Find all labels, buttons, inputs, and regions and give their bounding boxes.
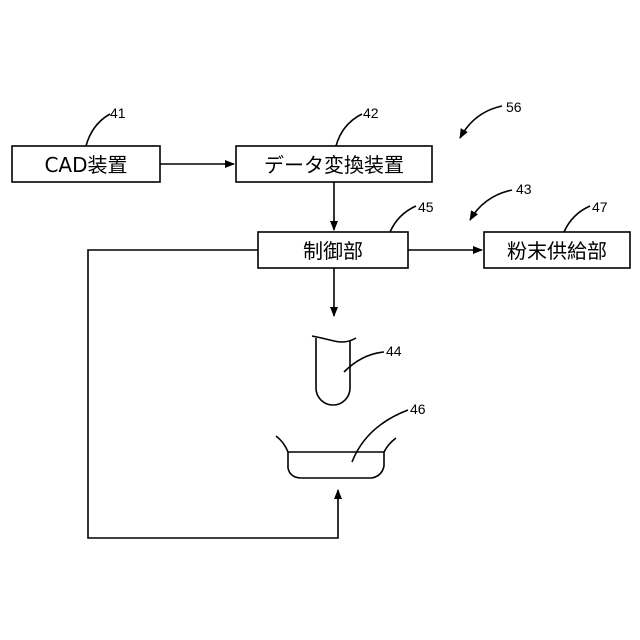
ref-43: 43 [516,181,532,197]
leader-41 [86,114,110,146]
powder-supply-label: 粉末供給部 [507,239,607,263]
feedback-line [88,250,338,538]
cad-device-label: CAD装置 [44,153,127,177]
powder-supply-box: 粉末供給部 [484,232,630,268]
leader-47 [564,206,590,232]
leader-45 [390,206,416,232]
stage-container [276,436,396,478]
controller-box: 制御部 [258,232,408,268]
data-converter-label: データ変換装置 [264,153,404,177]
pointer-arrow-43 [470,190,512,220]
ref-41: 41 [110,105,126,121]
data-converter-box: データ変換装置 [236,146,432,182]
ref-42: 42 [363,105,379,121]
ref-45: 45 [418,199,434,215]
leader-42 [336,114,362,146]
pointer-arrow-56 [460,106,502,138]
cad-device-box: CAD装置 [12,146,160,182]
leader-46 [352,410,408,462]
ref-44: 44 [386,343,402,359]
ref-56: 56 [506,99,522,115]
ref-46: 46 [410,401,426,417]
nozzle-head [312,336,356,405]
ref-47: 47 [592,199,608,215]
controller-label: 制御部 [303,239,363,263]
